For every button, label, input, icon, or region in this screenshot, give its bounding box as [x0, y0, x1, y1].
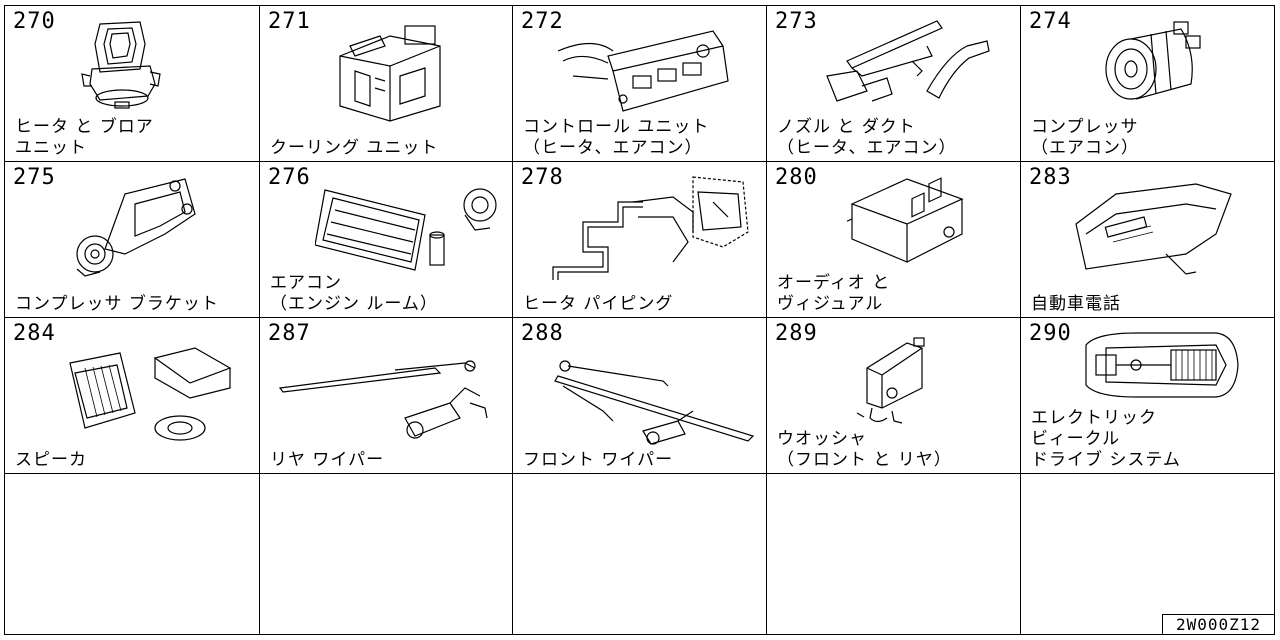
compressor-bracket-icon [65, 174, 205, 284]
catalog-cell-284[interactable]: 284 スピーカ [5, 318, 259, 473]
heater-blower-unit-icon [70, 14, 170, 114]
part-number: 271 [268, 9, 311, 34]
grid-divider [512, 6, 513, 634]
ev-drive-system-icon [1076, 330, 1241, 400]
washer-icon [852, 333, 942, 428]
catalog-cell-273[interactable]: 273 ノズル と ダクト （ヒータ、エアコン） [767, 6, 1020, 161]
catalog-cell-278[interactable]: 278 ヒータ パイピング [513, 162, 766, 317]
grid-divider [5, 317, 1274, 318]
empty-cell [767, 474, 1020, 634]
part-label: ウオッシャ （フロント と リヤ） [777, 429, 952, 470]
catalog-cell-290[interactable]: 290 エレクトリック ビィークル ドライブ [1021, 318, 1274, 473]
empty-cell [513, 474, 766, 634]
catalog-cell-280[interactable]: 280 オーディオ と ヴィジュアル [767, 162, 1020, 317]
part-number: 275 [13, 165, 56, 190]
part-number: 288 [521, 321, 564, 346]
grid-divider [259, 6, 260, 634]
part-label: コントロール ユニット （ヒータ、エアコン） [523, 117, 710, 158]
part-label: オーディオ と ヴィジュアル [777, 273, 891, 314]
part-label: クーリング ユニット [270, 138, 439, 158]
cooling-unit-icon [330, 16, 450, 126]
part-number: 273 [775, 9, 818, 34]
catalog-cell-271[interactable]: 271 クーリング ユニット [260, 6, 512, 161]
catalog-cell-276[interactable]: 276 エアコン （エンジン ルーム） [260, 162, 512, 317]
part-number: 274 [1029, 9, 1072, 34]
part-number: 290 [1029, 321, 1072, 346]
diagram-code: 2W000Z12 [1162, 614, 1274, 634]
parts-catalog-grid: 270 ヒータ と ブロア ユニット 271 [4, 5, 1275, 635]
compressor-icon [1096, 14, 1206, 114]
car-phone-icon [1066, 174, 1236, 284]
empty-cell [260, 474, 512, 634]
aircon-engine-room-icon [315, 180, 505, 280]
nozzle-duct-icon [817, 16, 997, 116]
part-number: 276 [268, 165, 311, 190]
part-number: 289 [775, 321, 818, 346]
part-number: 287 [268, 321, 311, 346]
part-label: コンプレッサ ブラケット [15, 294, 219, 314]
part-label: エレクトリック ビィークル ドライブ システム [1031, 408, 1181, 470]
part-label: リヤ ワイパー [270, 450, 385, 470]
part-label: エアコン （エンジン ルーム） [270, 273, 438, 314]
part-number: 284 [13, 321, 56, 346]
catalog-cell-287[interactable]: 287 リヤ ワイパー [260, 318, 512, 473]
part-label: コンプレッサ （エアコン） [1031, 117, 1139, 158]
part-label: フロント ワイパー [523, 450, 674, 470]
rear-wiper-icon [275, 348, 500, 448]
grid-divider [5, 161, 1274, 162]
part-number: 278 [521, 165, 564, 190]
part-number: 272 [521, 9, 564, 34]
part-label: ヒータ と ブロア ユニット [15, 117, 154, 158]
grid-divider [766, 6, 767, 634]
part-label: ヒータ パイピング [523, 294, 674, 314]
part-number: 280 [775, 165, 818, 190]
audio-visual-icon [847, 174, 967, 264]
catalog-cell-283[interactable]: 283 自動車電話 [1021, 162, 1274, 317]
control-unit-icon [553, 21, 733, 116]
catalog-cell-275[interactable]: 275 コンプレッサ ブラケット [5, 162, 259, 317]
part-number: 283 [1029, 165, 1072, 190]
front-wiper-icon [543, 346, 758, 451]
catalog-cell-289[interactable]: 289 ウオッシャ （フロント と リヤ） [767, 318, 1020, 473]
heater-piping-icon [543, 172, 753, 282]
catalog-cell-270[interactable]: 270 ヒータ と ブロア ユニット [5, 6, 259, 161]
empty-cell [5, 474, 259, 634]
part-label: 自動車電話 [1031, 294, 1121, 314]
catalog-cell-272[interactable]: 272 コントロール ユニット （ヒータ、エアコン） [513, 6, 766, 161]
part-label: スピーカ [15, 450, 87, 470]
speaker-icon [55, 343, 240, 453]
empty-cell [1021, 474, 1274, 634]
part-number: 270 [13, 9, 56, 34]
part-label: ノズル と ダクト （ヒータ、エアコン） [777, 117, 957, 158]
grid-divider [1020, 6, 1021, 634]
catalog-cell-288[interactable]: 288 フロント ワイパー [513, 318, 766, 473]
grid-divider [5, 473, 1274, 474]
catalog-cell-274[interactable]: 274 コンプレッサ （エアコン） [1021, 6, 1274, 161]
